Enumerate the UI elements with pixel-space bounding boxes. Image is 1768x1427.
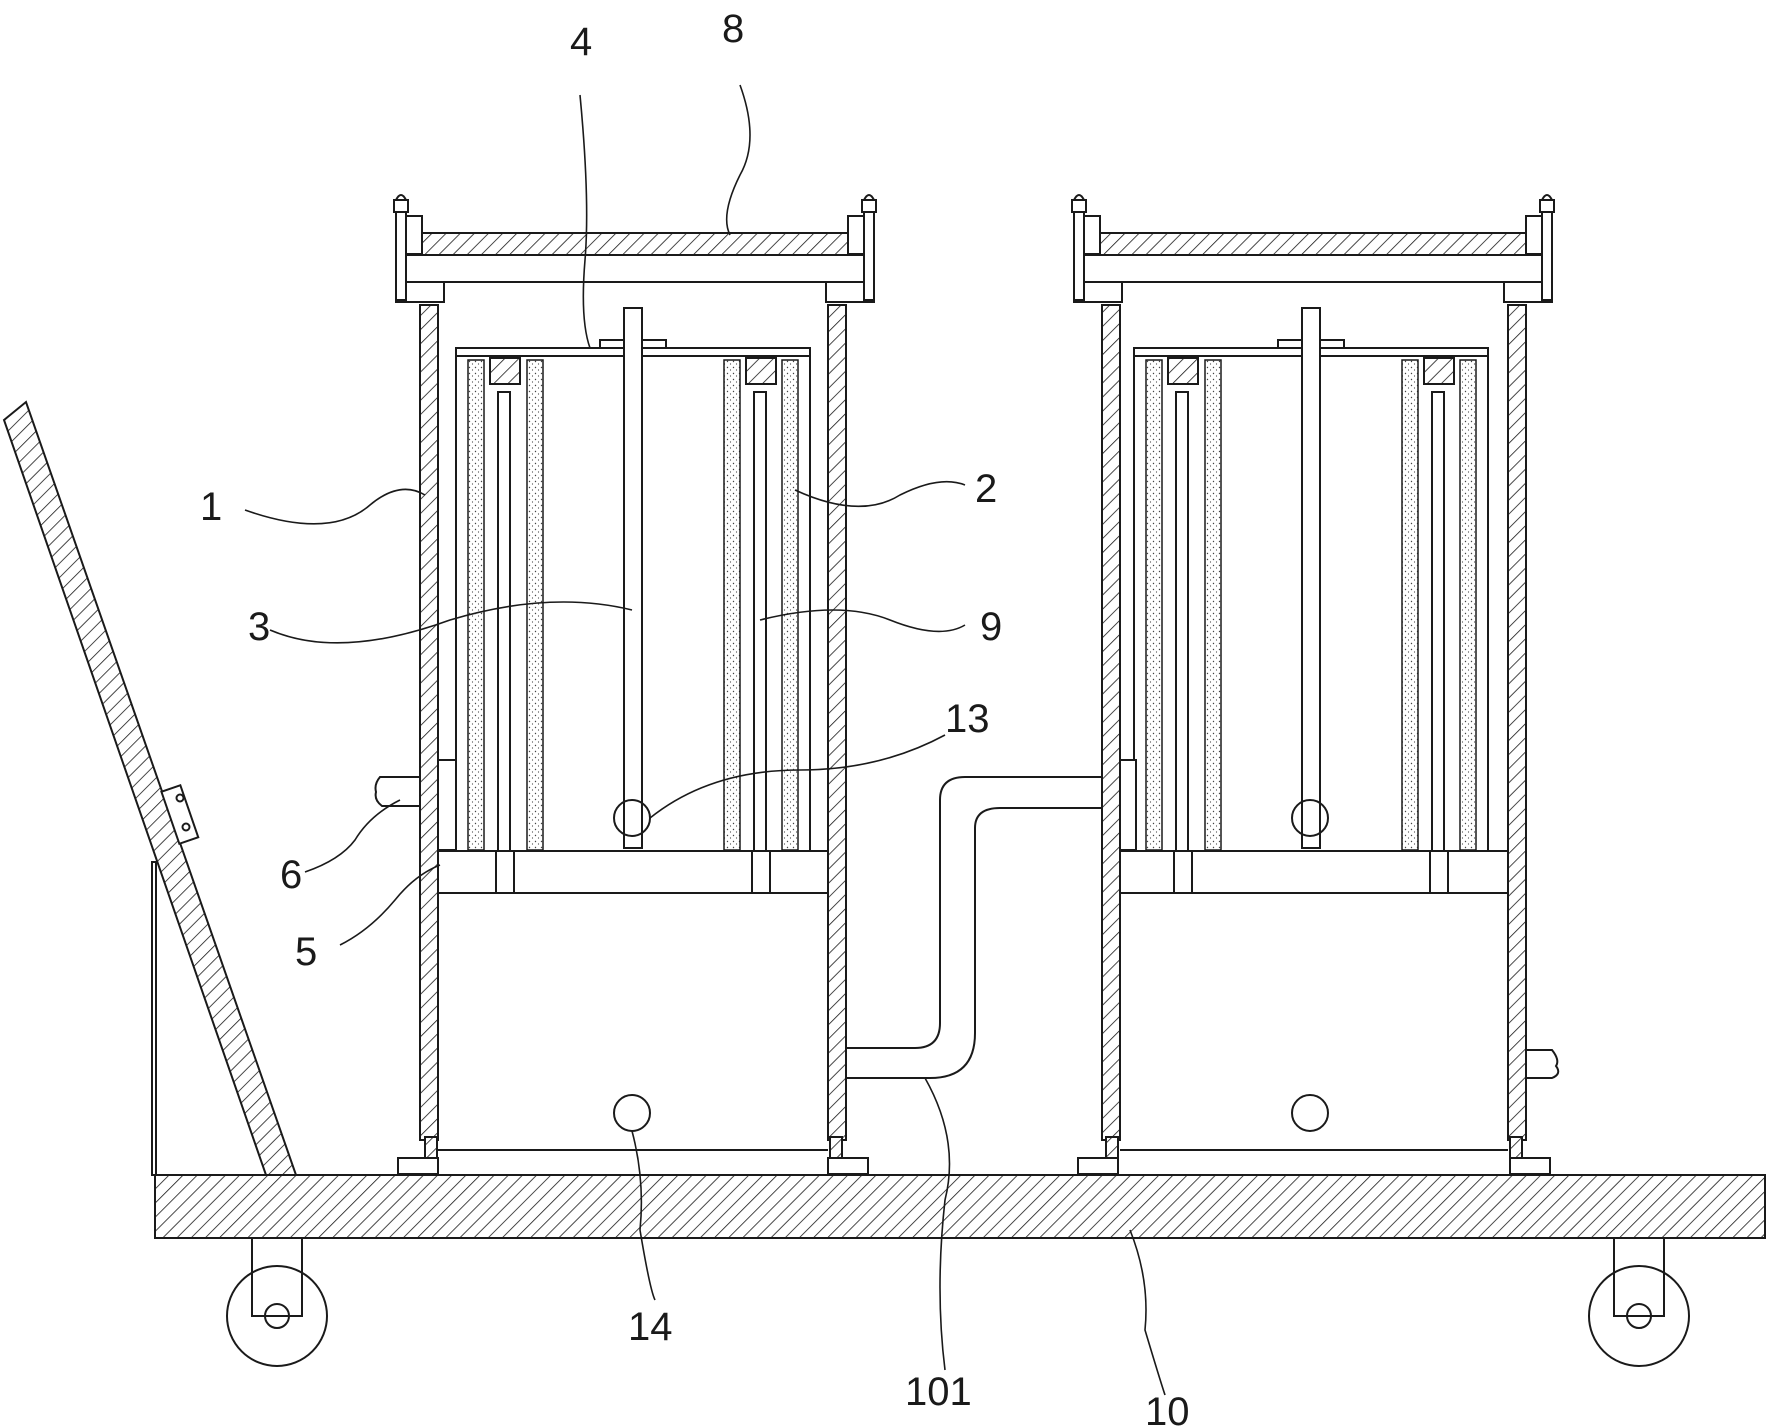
partition-5: [437, 850, 829, 894]
label-13: 13: [945, 697, 990, 741]
barrel-wall-1: [419, 304, 847, 1141]
label-9: 9: [980, 605, 1002, 649]
push-handle: [2, 400, 298, 1176]
label-8: 8: [722, 7, 744, 51]
cart-base-10: [154, 1174, 1766, 1239]
center-rod-3: [623, 307, 643, 849]
label-5: 5: [295, 930, 317, 974]
label-10: 10: [1145, 1390, 1190, 1427]
filter-unit-right: [1071, 194, 1560, 1175]
label-14: 14: [628, 1305, 673, 1349]
reference-labels: 8 4 1 2 3 9 13 6 5 14 101 10: [200, 7, 1190, 1427]
right-wheel: [1588, 1237, 1690, 1367]
lid-8: [393, 194, 877, 303]
outlet-14: [613, 1094, 651, 1132]
label-6: 6: [280, 853, 302, 897]
filter-unit-left: [374, 194, 877, 1175]
left-wheel: [226, 1237, 328, 1367]
label-3: 3: [248, 605, 270, 649]
left-frame-post: [151, 861, 157, 1176]
label-101: 101: [905, 1370, 972, 1414]
label-2: 2: [975, 467, 997, 511]
inlet-pipe-6: [374, 759, 457, 851]
connecting-pipe-101: [846, 776, 1102, 1079]
label-1: 1: [200, 485, 222, 529]
label-4: 4: [570, 20, 592, 64]
filter-cartridge-2: [455, 355, 811, 873]
lid-right: [1071, 194, 1555, 303]
leader-lines: [244, 84, 1166, 1396]
outlet-right: [1291, 1094, 1329, 1132]
